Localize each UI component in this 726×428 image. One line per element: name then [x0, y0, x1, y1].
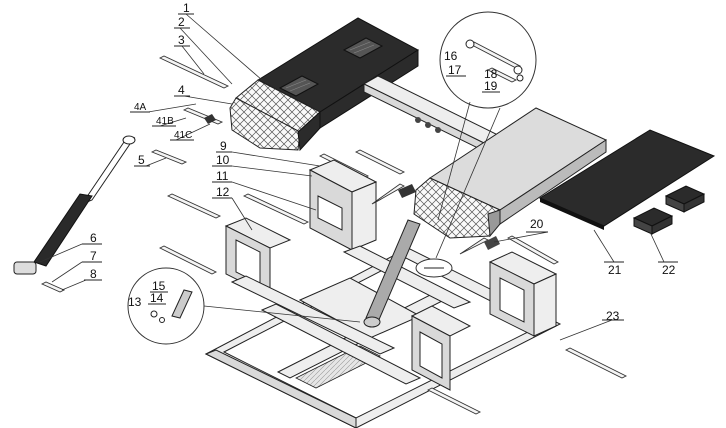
hydraulic-cylinder	[13, 135, 136, 275]
leader-lines	[39, 13, 665, 341]
part-label-20: 20	[530, 217, 544, 231]
part-label-3: 3	[178, 33, 185, 47]
small-detail-ellipse	[415, 258, 453, 278]
base-frame	[204, 245, 562, 428]
part-labels: 1 2 3 4A 4 41B 41C 5 6 7 8 9 10 11 12 13…	[82, 1, 678, 323]
part-label-4: 4	[178, 83, 185, 97]
part-label-8: 8	[90, 267, 97, 281]
part-label-21: 21	[608, 263, 622, 277]
right-upright-bracket	[410, 251, 558, 391]
part-label-12: 12	[216, 185, 230, 199]
part-label-5: 5	[138, 153, 145, 167]
part-label-19: 19	[484, 79, 498, 93]
part-label-6: 6	[90, 231, 97, 245]
left-upright-bracket	[308, 153, 378, 251]
central-push-rod	[363, 219, 421, 328]
part-label-1: 1	[183, 1, 190, 15]
rubber-pads	[632, 185, 706, 235]
detail-circle-upper	[435, 11, 537, 259]
part-label-17: 17	[448, 63, 462, 77]
pins-right	[354, 149, 628, 415]
part-label-15: 15	[152, 279, 166, 293]
part-label-16: 16	[444, 49, 458, 63]
part-label-10: 10	[216, 153, 230, 167]
left-scissor-bracket	[224, 217, 292, 297]
right-platform	[413, 107, 608, 239]
part-label-41b: 41B	[156, 116, 174, 127]
rubber-mat	[538, 129, 716, 230]
part-label-14: 14	[150, 291, 164, 305]
part-label-11: 11	[216, 169, 229, 183]
part-label-9: 9	[220, 139, 227, 153]
pins-left	[40, 55, 310, 293]
part-label-18: 18	[484, 67, 498, 81]
part-label-23: 23	[606, 309, 620, 323]
part-label-41c: 41C	[174, 130, 192, 141]
part-label-2: 2	[178, 15, 185, 29]
part-label-4a: 4A	[134, 102, 147, 113]
detail-circle-lower	[127, 267, 361, 345]
part-label-13: 13	[128, 295, 142, 309]
part-label-7: 7	[90, 249, 97, 263]
part-label-22: 22	[662, 263, 676, 277]
